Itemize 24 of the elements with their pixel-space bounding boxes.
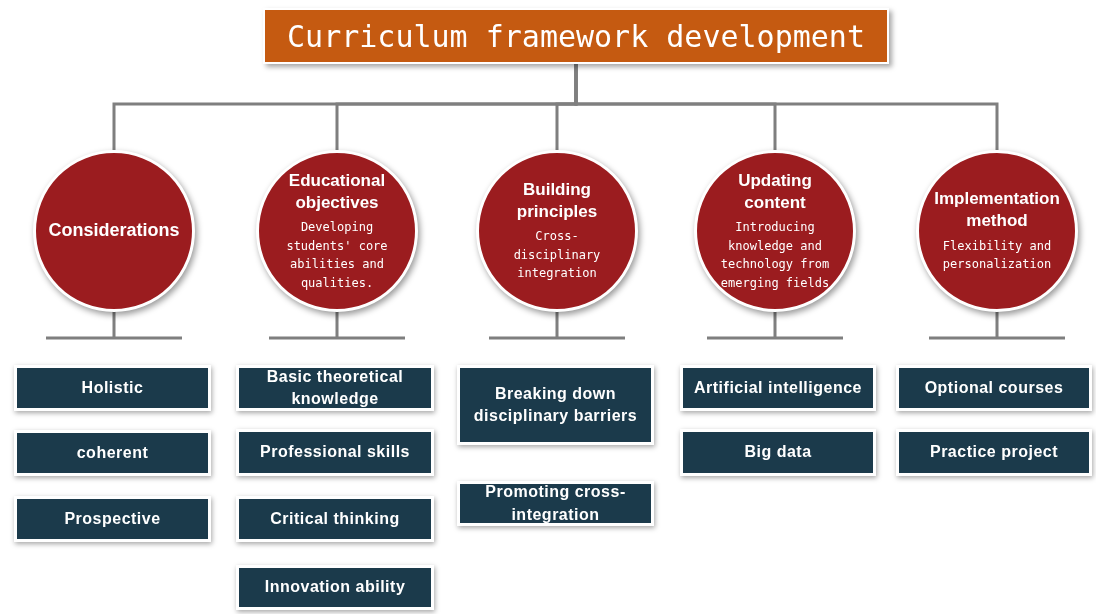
topic-box: Promoting cross-integration [457, 481, 654, 526]
circle-heading: Building principles [515, 179, 599, 224]
circle-heading: Implementation method [933, 188, 1061, 233]
circle-heading: Updating content [737, 169, 813, 214]
topic-box: Holistic [14, 365, 211, 411]
topic-box: Critical thinking [236, 496, 434, 542]
circle-description: Flexibility and personalization [941, 237, 1053, 274]
topic-box: Artificial intelligence [680, 365, 876, 411]
topic-box: Big data [680, 429, 876, 476]
topic-box: Prospective [14, 496, 211, 542]
topic-box: Optional courses [896, 365, 1092, 411]
circle-heading: Educational objectives [287, 169, 387, 214]
circle-heading: Considerations [48, 219, 180, 243]
topic-box: Professional skills [236, 429, 434, 476]
circle-description: Developing students' core abilities and qualities. [285, 218, 389, 292]
connector-line [574, 64, 999, 150]
topic-box: Breaking down disciplinary barriers [457, 365, 654, 445]
topic-box: Innovation ability [236, 565, 434, 610]
topic-box: Practice project [896, 429, 1092, 476]
topic-box: Basic theoretical knowledge [236, 365, 434, 411]
topic-box: coherent [14, 430, 211, 476]
title-banner: Curriculum framework development [263, 8, 889, 64]
circle-description: Cross-disciplinary integration [512, 228, 602, 283]
circle-description: Introducing knowledge and technology from emerging fields [719, 218, 831, 292]
